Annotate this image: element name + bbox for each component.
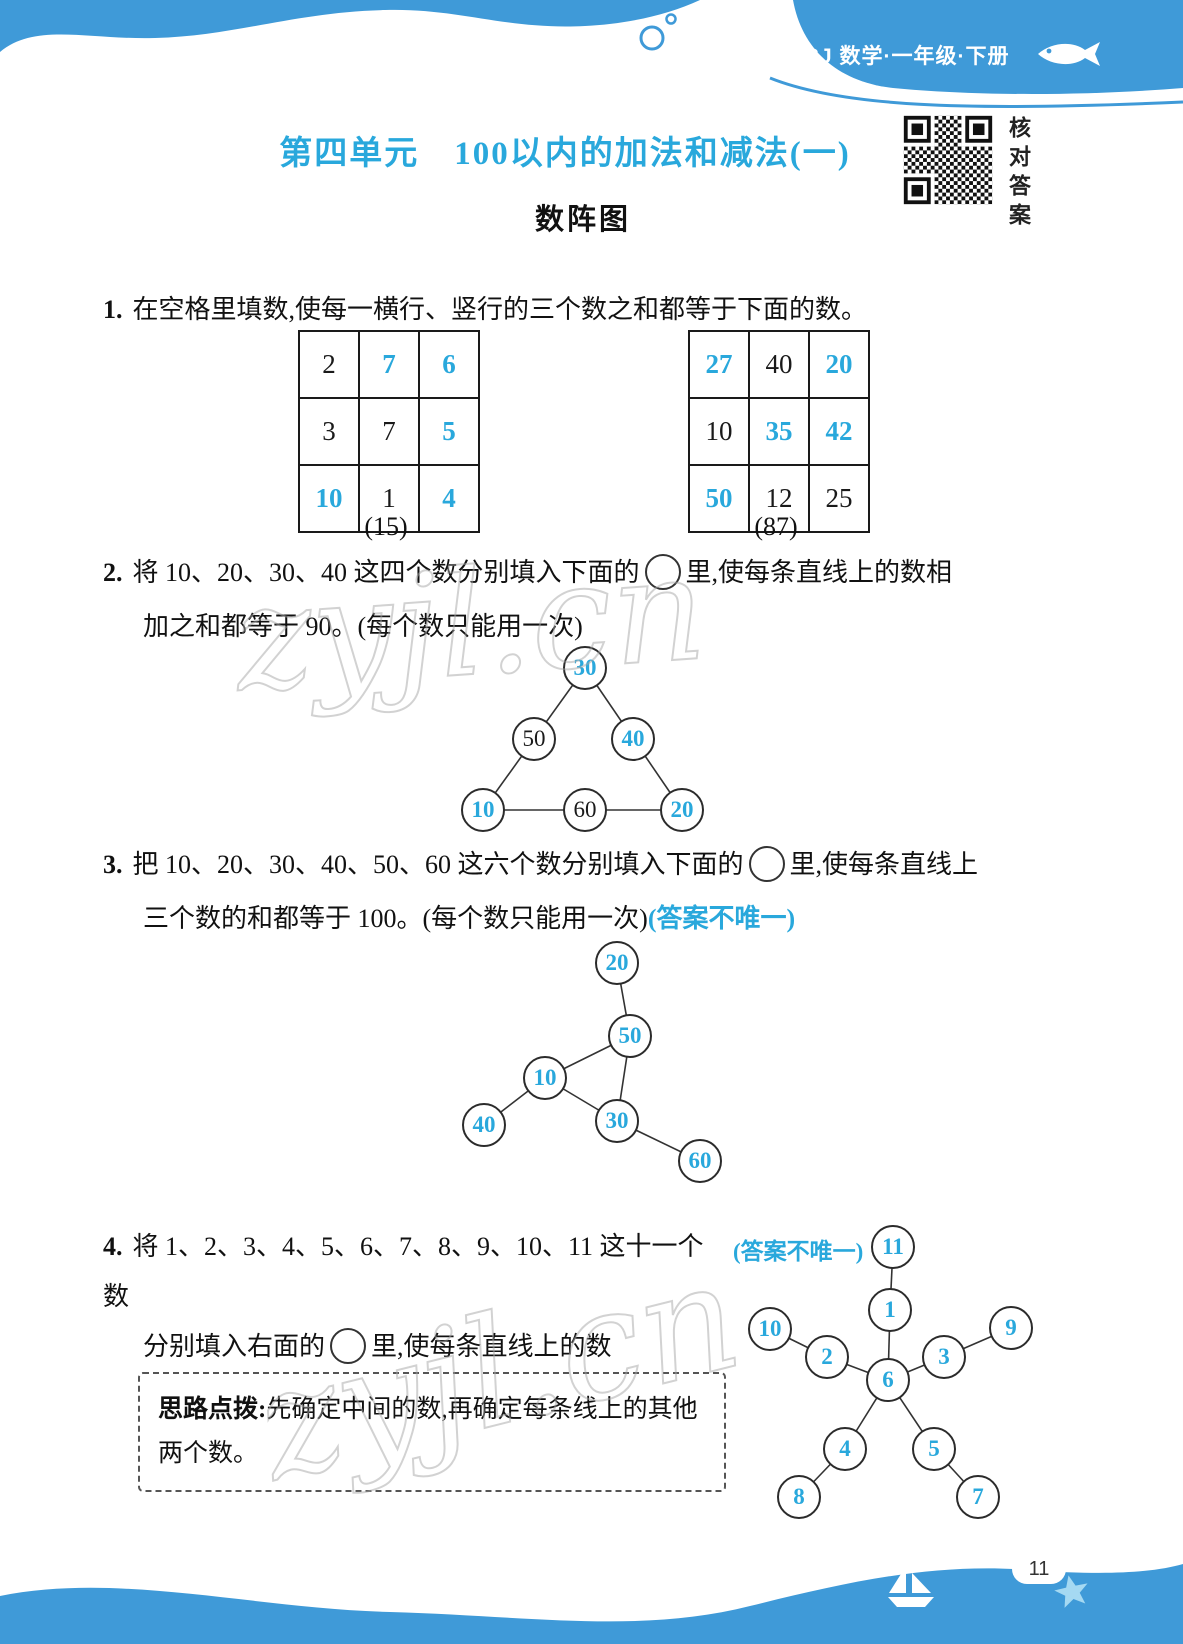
hint-label: 思路点拨: — [158, 1396, 267, 1423]
q1-number: 1. — [103, 295, 123, 324]
q4-diagram: 11 1 10 2 9 3 6 4 5 8 7 — [740, 1215, 1050, 1525]
sailboat-icon — [888, 1566, 934, 1607]
q3-number: 3. — [103, 850, 123, 879]
q3-text: 3.把 10、20、30、40、50、60 这六个数分别填入下面的里,使每条直线… — [103, 838, 1103, 946]
q1-grid-right: 27 40 20 10 35 42 50 12 25 — [688, 330, 870, 533]
circle-node: 10 — [461, 788, 505, 832]
circle-node: 5 — [912, 1427, 956, 1471]
grid-cell: 7 — [358, 330, 420, 399]
circle-node: 1 — [868, 1288, 912, 1332]
circle-node: 50 — [512, 717, 556, 761]
page-title: 第四单元 100以内的加法和减法(一) — [279, 136, 851, 172]
grid-cell: 40 — [748, 330, 810, 399]
circle-node: 40 — [611, 717, 655, 761]
grid-cell: 7 — [358, 397, 420, 466]
star-icon — [1054, 1575, 1088, 1608]
fish-icon — [1038, 42, 1100, 66]
circle-node: 60 — [563, 788, 607, 832]
circle-node: 3 — [922, 1335, 966, 1379]
q2-number: 2. — [103, 558, 123, 587]
circle-node: 30 — [595, 1099, 639, 1143]
circle-node: 11 — [871, 1225, 915, 1269]
grid-cell: 10 — [688, 397, 750, 466]
circle-node: 10 — [523, 1056, 567, 1100]
grid-cell: 25 — [808, 464, 870, 533]
q3-note: (答案不唯一) — [647, 904, 796, 933]
grid-cell: 6 — [418, 330, 480, 399]
q4-note: (答案不唯一) — [733, 1239, 864, 1264]
blank-circle-icon — [748, 846, 785, 882]
grid-cell: 27 — [688, 330, 750, 399]
grid-cell: 50 — [688, 464, 750, 533]
circle-node: 2 — [805, 1335, 849, 1379]
circle-node: 9 — [989, 1306, 1033, 1350]
bottom-wave-decoration — [0, 1564, 1183, 1644]
grid-cell: 42 — [808, 397, 870, 466]
grid-cell: 20 — [808, 330, 870, 399]
edition-label: SJ 数学·一年级·下册 — [805, 45, 1010, 68]
top-wave-decoration — [0, 0, 1183, 109]
hint-box: 思路点拨:先确定中间的数,再确定每条线上的其他两个数。 — [138, 1372, 726, 1492]
dot-decoration — [665, 13, 677, 25]
blank-circle-icon — [330, 1328, 367, 1364]
circle-node: 20 — [660, 788, 704, 832]
qr-caption: 核对答案 — [1006, 116, 1031, 232]
q1-grid-left: 2 7 6 3 7 5 10 1 4 — [298, 330, 480, 533]
qr-code — [900, 112, 996, 208]
grid-cell: 12 — [748, 464, 810, 533]
q2-text: 2.将 10、20、30、40 这四个数分别填入下面的里,使每条直线上的数相 加… — [103, 546, 1083, 654]
circle-node: 10 — [748, 1307, 792, 1351]
ring-decoration — [639, 25, 665, 51]
grid-cell: 5 — [418, 397, 480, 466]
q4-number: 4. — [103, 1232, 123, 1261]
page-number: 11 — [1012, 1554, 1066, 1584]
hint-text: 先确定中间的数,再确定每条线上的其他两个数。 — [158, 1396, 698, 1467]
circle-node: 60 — [678, 1139, 722, 1183]
grid-cell: 35 — [748, 397, 810, 466]
q3-diagram: 20 50 10 40 30 60 — [430, 935, 760, 1185]
grid-cell: 1 — [358, 464, 420, 533]
page-subtitle: 数阵图 — [534, 204, 631, 236]
grid-cell: 3 — [298, 397, 360, 466]
circle-node: 8 — [777, 1475, 821, 1519]
circle-node: 7 — [956, 1475, 1000, 1519]
circle-node: 50 — [608, 1014, 652, 1058]
q2-diagram: 30 50 40 10 60 20 — [440, 640, 740, 852]
circle-node: 20 — [595, 941, 639, 985]
q1-text: 1.在空格里填数,使每一横行、竖行的三个数之和都等于下面的数。 — [103, 295, 868, 324]
circle-node: 30 — [563, 646, 607, 690]
grid-cell: 2 — [298, 330, 360, 399]
circle-node: 4 — [823, 1427, 867, 1471]
grid-cell: 4 — [418, 464, 480, 533]
circle-node: 40 — [462, 1103, 506, 1147]
circle-node: 6 — [866, 1358, 910, 1402]
q1-right-sum: (87) — [754, 512, 798, 541]
grid-cell: 10 — [298, 464, 360, 533]
blank-circle-icon — [644, 554, 681, 590]
q1-left-sum: (15) — [364, 512, 408, 541]
